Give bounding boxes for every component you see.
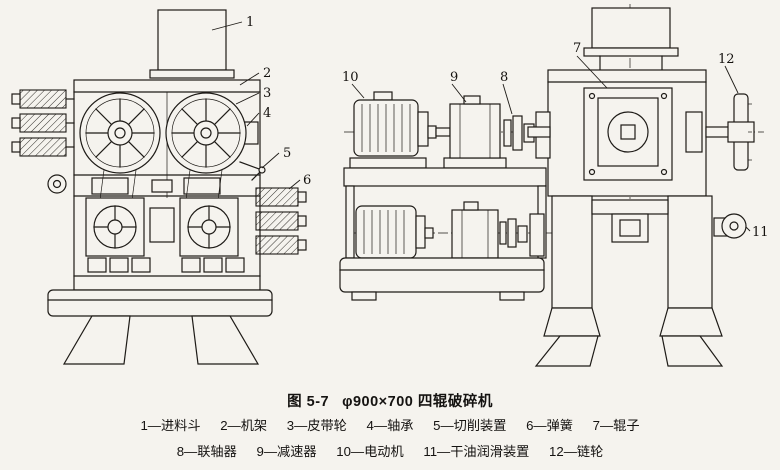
lower-rollers	[85, 197, 239, 257]
side-view: 7 8 9 10 11 12	[339, 4, 769, 367]
pedestal-front	[62, 315, 260, 365]
pulley-hub	[107, 120, 133, 146]
electric-motor-lower	[355, 205, 434, 259]
roller-housing	[547, 69, 707, 197]
legend-item-11: 11—干油润滑装置	[423, 444, 530, 459]
legend-item-1: 1—进料斗	[140, 418, 201, 433]
belt-lines	[99, 169, 223, 201]
base-front	[47, 289, 273, 317]
base-side	[339, 257, 545, 301]
legend-item-9: 9—减速器	[256, 444, 317, 459]
callout-5: 5	[283, 146, 291, 161]
figure-title: φ900×700 四辊破碎机	[342, 394, 493, 410]
spring-stack-right	[255, 187, 307, 255]
callout-9: 9	[450, 70, 458, 85]
hopper-flange	[149, 69, 235, 79]
adjusting-device	[239, 161, 266, 181]
frame-columns-side	[543, 195, 723, 337]
figure-legend: 1—进料斗 2—机架 3—皮带轮 4—轴承 5—切削装置 6—弹簧 7—辊子 8…	[0, 415, 780, 467]
callout-4: 4	[263, 106, 271, 121]
belt-pulley-left	[79, 92, 161, 174]
legend-line-1: 1—进料斗 2—机架 3—皮带轮 4—轴承 5—切削装置 6—弹簧 7—辊子	[0, 415, 780, 434]
bearing-cap-right	[183, 177, 221, 195]
figure-caption: 图 5-7 φ900×700 四辊破碎机	[0, 390, 780, 411]
callout-1: 1	[246, 15, 254, 30]
figure-number: 图 5-7	[287, 394, 330, 410]
electric-motor-upper	[349, 91, 437, 169]
technical-drawing: 1 2 3 4 5 6	[11, 4, 769, 367]
legend-line-2: 8—联轴器 9—减速器 10—电动机 11—干油润滑装置 12—链轮	[0, 441, 780, 460]
callout-11: 11	[752, 225, 769, 240]
pedestal-side	[534, 335, 724, 367]
callout-2: 2	[263, 66, 271, 81]
belt-pulley-right	[165, 92, 247, 174]
feed-hopper-side	[583, 7, 679, 71]
tension-wheel	[47, 174, 67, 194]
coupling-lower	[499, 213, 545, 257]
legend-item-7: 7—辊子	[592, 418, 640, 433]
callout-8: 8	[500, 70, 508, 85]
center-gearbox	[149, 207, 175, 243]
reducer-lower	[451, 201, 499, 259]
sprocket	[727, 93, 755, 171]
mounting-blocks	[87, 257, 245, 273]
bearing-cap-left	[91, 177, 129, 195]
lubricator	[713, 213, 747, 239]
legend-item-2: 2—机架	[220, 418, 268, 433]
legend-item-3: 3—皮带轮	[286, 418, 347, 433]
legend-item-5: 5—切削装置	[433, 418, 507, 433]
legend-item-12: 12—链轮	[549, 444, 604, 459]
callouts-side: 7 8 9 10 11 12	[342, 41, 769, 240]
spring-stack-left	[11, 89, 75, 194]
bearing-pedestal-left	[527, 111, 551, 159]
bearing-pedestal-right	[685, 111, 733, 153]
callout-10: 10	[342, 70, 359, 85]
callout-3: 3	[263, 86, 271, 101]
reducer-upper	[435, 95, 507, 169]
callout-7: 7	[573, 41, 581, 56]
callout-6: 6	[303, 173, 311, 188]
front-view: 1 2 3 4 5 6	[11, 9, 311, 365]
legend-item-10: 10—电动机	[336, 444, 404, 459]
pulley-hub	[193, 120, 219, 146]
legend-item-6: 6—弹簧	[526, 418, 573, 433]
callout-12: 12	[718, 52, 735, 67]
legend-item-4: 4—轴承	[366, 418, 414, 433]
feed-hopper-front	[149, 9, 235, 79]
callouts-front: 1 2 3 4 5 6	[211, 15, 311, 190]
legend-item-8: 8—联轴器	[176, 444, 237, 459]
